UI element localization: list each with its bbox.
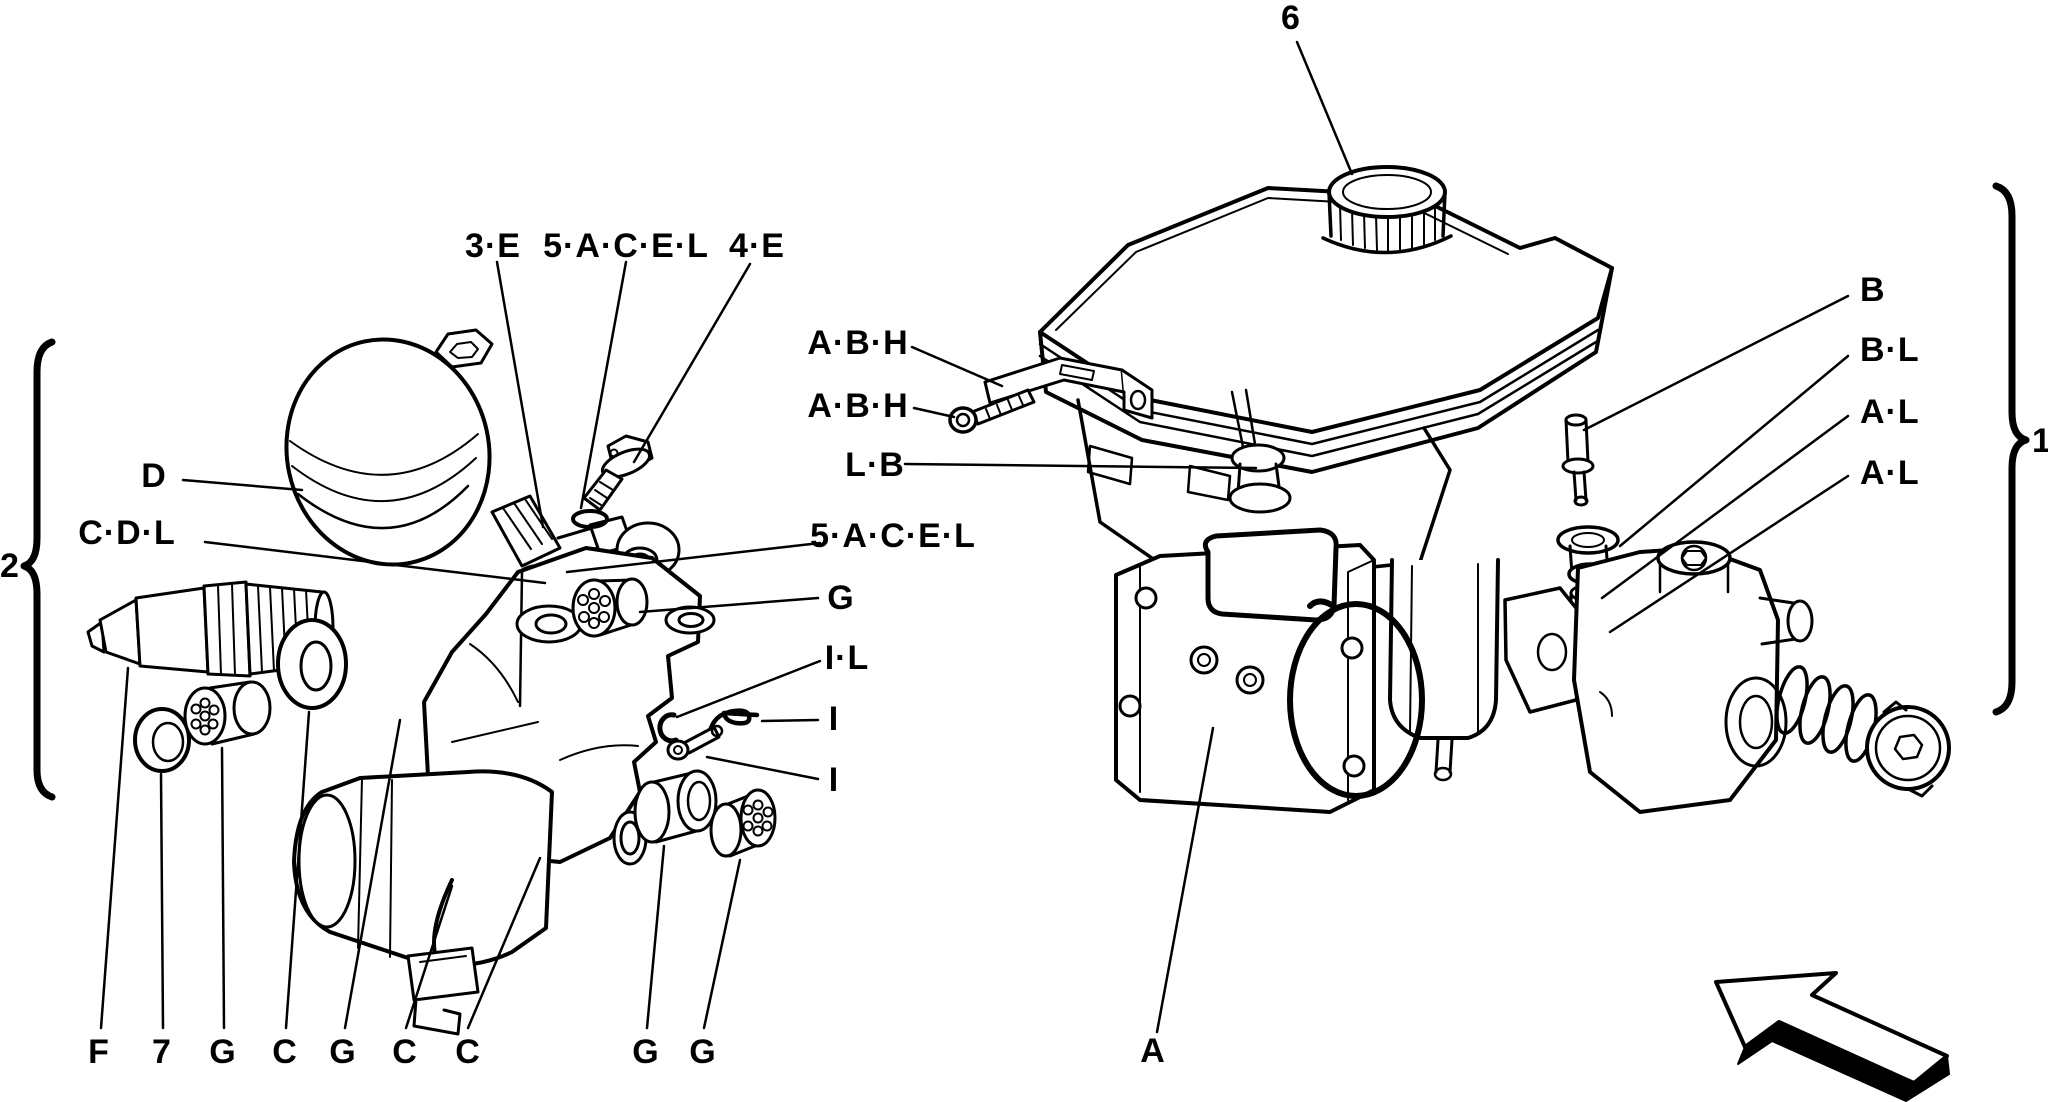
callout-IL: I·L (824, 639, 870, 677)
spacer-bushing (633, 769, 718, 844)
callout-CDL: C·D·L (78, 514, 176, 552)
direction-arrow-icon (1714, 971, 1950, 1102)
callout-7: 7 (152, 1033, 172, 1071)
callout-AL-upper: A·L (1860, 393, 1920, 431)
knurled-roller (183, 680, 272, 746)
leader-lines (99, 40, 1850, 1034)
hose-loop (1287, 598, 1425, 799)
group-ref-1: 1 (2032, 422, 2048, 460)
banjo-bolt (571, 434, 654, 529)
callout-C3: C (455, 1033, 481, 1071)
callout-5ACEL-mid: 5·A·C·E·L (810, 517, 976, 555)
brace-right (1992, 182, 2030, 716)
callout-G1: G (209, 1033, 237, 1071)
valve-body (1572, 540, 1814, 814)
callout-B: B (1860, 271, 1886, 309)
callout-LB: L·B (845, 446, 905, 484)
callout-A: A (1140, 1032, 1166, 1070)
abs-motor-plate (1114, 527, 1376, 814)
callout-5ACEL-top: 5·A·C·E·L (543, 227, 709, 265)
pump-motor (292, 769, 554, 968)
callout-I-upper: I (828, 700, 840, 738)
filler-cap (1321, 165, 1453, 255)
spring-retainer (1865, 700, 1951, 798)
callout-4E: 4·E (729, 227, 785, 265)
callout-BL: B·L (1860, 331, 1920, 369)
callout-C2: C (392, 1033, 418, 1071)
callout-D: D (141, 457, 167, 495)
callout-G2: G (329, 1033, 357, 1071)
callout-F: F (88, 1033, 110, 1071)
electrical-connector (406, 878, 480, 1036)
seal-ring-large (276, 618, 348, 710)
r-clip (707, 708, 760, 734)
callout-3E: 3·E (465, 227, 521, 265)
callout-ABH-lower: A·B·H (807, 387, 909, 425)
c-clip (657, 712, 679, 744)
callout-6: 6 (1281, 0, 1301, 37)
group-ref-2: 2 (0, 547, 20, 585)
callout-G3: G (632, 1033, 660, 1071)
outlet-nipple (1228, 443, 1292, 514)
accumulator-sphere (284, 328, 563, 588)
bleed-valve-pin (666, 724, 724, 761)
callout-G4: G (689, 1033, 717, 1071)
callout-G-right: G (827, 579, 855, 617)
bracket-screw (948, 388, 1036, 434)
callout-ABH-upper: A·B·H (807, 324, 909, 362)
valve-stem (1561, 413, 1595, 507)
brace-left (20, 338, 56, 801)
knurled-plug-upper (571, 577, 649, 638)
cup-washer (133, 707, 191, 773)
callout-I-lower: I (828, 761, 840, 799)
callout-AL-lower: A·L (1860, 454, 1920, 492)
reservoir-tank (1038, 186, 1614, 502)
callout-C1: C (272, 1033, 298, 1071)
knurled-plug-lower (709, 788, 777, 858)
